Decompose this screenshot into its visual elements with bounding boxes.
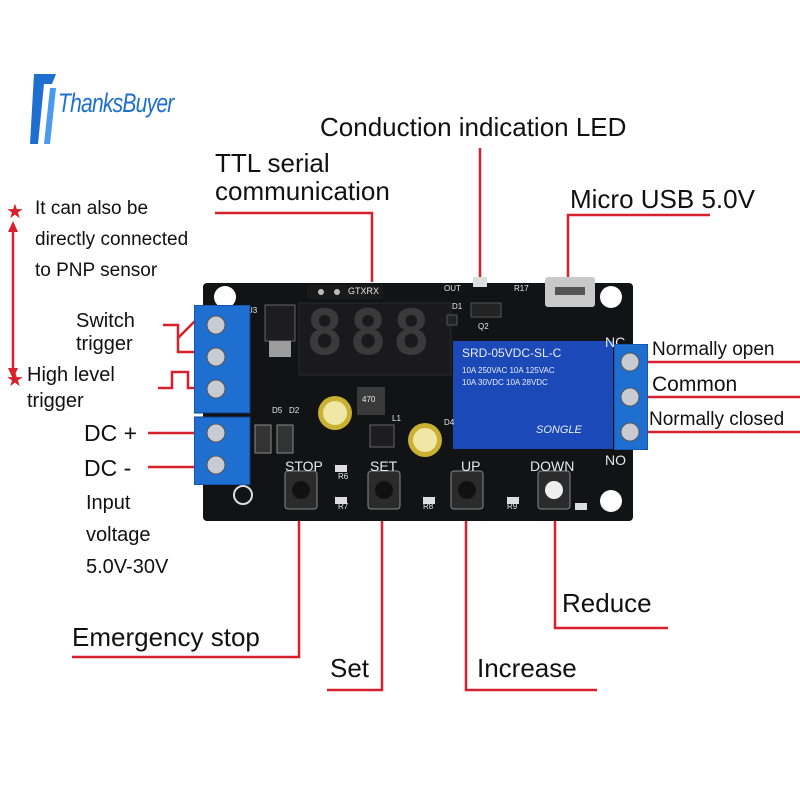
seven-segment-display: 888 (306, 296, 436, 369)
label-input-2: voltage (86, 524, 151, 546)
label-normally-closed: Normally closed (649, 409, 785, 430)
label-reduce: Reduce (562, 588, 652, 618)
label-switch-1: Switch (76, 310, 135, 332)
relay-brand: SONGLE (536, 424, 582, 436)
star-icon: ★ (6, 201, 24, 223)
input-terminal-block (194, 305, 251, 485)
label-dc-plus: DC + (84, 420, 138, 446)
label-dc-minus: DC - (84, 455, 132, 481)
label-conduction-led: Conduction indication LED (320, 112, 627, 142)
label-switch-2: trigger (76, 333, 133, 355)
silk-up: UP (461, 458, 481, 474)
silk-set: SET (370, 458, 398, 474)
label-high-2: trigger (27, 390, 84, 412)
label-common: Common (652, 373, 738, 396)
label-normally-open: Normally open (652, 339, 775, 360)
silk-d4: D4 (444, 418, 455, 427)
relay-module-board (203, 277, 633, 521)
label-ttl-1: TTL serial (215, 148, 330, 178)
label-emergency-stop: Emergency stop (72, 622, 260, 652)
label-pnp-1: It can also be (35, 198, 149, 219)
label-set: Set (330, 653, 370, 683)
silk-r9: R9 (507, 502, 518, 511)
label-input-3: 5.0V-30V (86, 556, 169, 578)
silk-d5: D5 (272, 406, 283, 415)
relay-model: SRD-05VDC-SL-C (462, 346, 562, 360)
label-input-1: Input (86, 492, 131, 514)
silk-down: DOWN (530, 458, 575, 474)
silk-d1: D1 (452, 302, 463, 311)
silk-r17: R17 (514, 284, 529, 293)
silk-gtxrx: GTXRX (348, 286, 380, 296)
silk-r8: R8 (423, 502, 434, 511)
label-increase: Increase (477, 653, 577, 683)
star-icon: ★ (6, 369, 24, 391)
label-pnp-3: to PNP sensor (35, 260, 158, 281)
relay-terminal-block (614, 344, 648, 450)
silk-inductor: 470 (362, 395, 376, 404)
label-pnp-2: directly connected (35, 229, 189, 250)
silk-r7: R7 (338, 502, 349, 511)
silk-q2: Q2 (478, 322, 489, 331)
silk-out: OUT (444, 284, 461, 293)
relay-rating-1: 10A 250VAC 10A 125VAC (462, 366, 555, 375)
silk-u3: U3 (247, 306, 258, 315)
label-micro-usb: Micro USB 5.0V (570, 184, 755, 214)
label-ttl-2: communication (215, 176, 390, 206)
silk-l1: L1 (392, 414, 401, 423)
brand-name: ThanksBuyer (58, 88, 174, 118)
silk-r6: R6 (338, 472, 349, 481)
label-high-1: High level (27, 364, 115, 386)
silk-d2: D2 (289, 406, 300, 415)
silk-no: NO (605, 452, 626, 468)
thanksbuyer-logo (30, 74, 56, 144)
relay-rating-2: 10A 30VDC 10A 28VDC (462, 378, 548, 387)
silk-stop: STOP (285, 458, 323, 474)
